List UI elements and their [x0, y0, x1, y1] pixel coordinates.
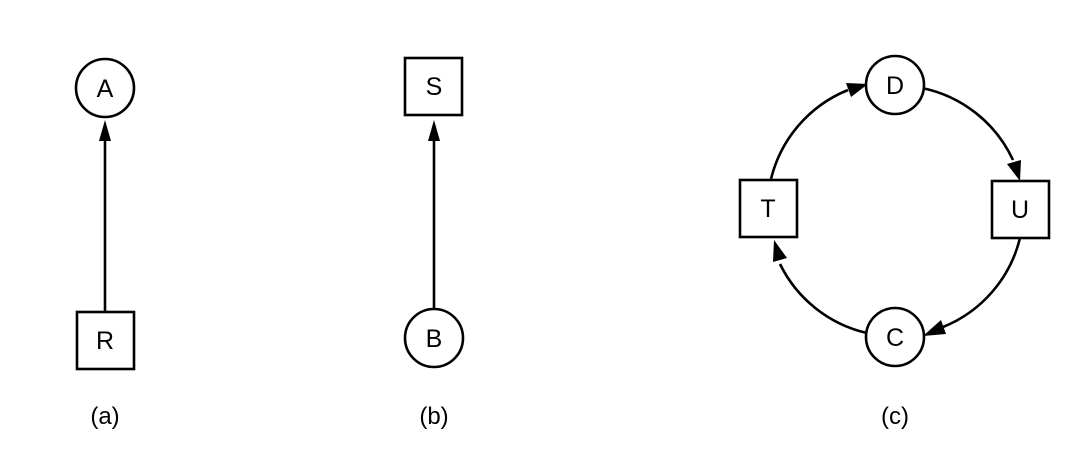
process-circle-d: [864, 54, 926, 116]
process-circle-b: [403, 307, 465, 369]
node-r-label: R: [96, 327, 114, 355]
edge-u-to-c: [942, 237, 1022, 329]
caption-a: (a): [90, 403, 119, 430]
diagram-c: D U C T (c): [738, 54, 1051, 430]
resource-square-t: [738, 178, 799, 239]
node-c-label: C: [886, 324, 904, 352]
node-d-label: D: [886, 72, 904, 100]
edge-b-to-s-arrowhead: [428, 120, 440, 141]
resource-square-r: [75, 310, 136, 371]
node-s-label: S: [426, 73, 443, 101]
edge-t-to-d-arrowhead: [846, 83, 868, 97]
node-b: B: [403, 307, 465, 369]
node-r: R: [75, 310, 136, 371]
edge-u-to-c-arrowhead: [923, 320, 946, 336]
node-u: U: [990, 179, 1051, 240]
resource-square-u: [990, 179, 1051, 240]
edge-c-to-t-arrowhead: [773, 240, 787, 262]
node-s: S: [403, 56, 464, 117]
node-t: T: [738, 178, 799, 239]
edge-d-to-u: [921, 86, 1015, 161]
edge-t-to-d: [769, 88, 849, 180]
process-circle-a: [74, 57, 136, 119]
diagram-b: S B (b): [403, 56, 465, 430]
node-a: A: [74, 57, 136, 119]
edge-r-to-a-arrowhead: [99, 120, 111, 141]
edge-d-to-u-arrowhead: [1007, 160, 1021, 181]
process-circle-c: [864, 306, 926, 368]
caption-b: (b): [419, 403, 448, 430]
node-a-label: A: [97, 75, 114, 103]
node-d: D: [864, 54, 926, 116]
node-t-label: T: [760, 195, 775, 223]
diagram-a: A R (a): [74, 57, 136, 430]
resource-square-s: [403, 56, 464, 117]
node-u-label: U: [1011, 196, 1029, 224]
node-b-label: B: [426, 325, 443, 353]
edge-c-to-t: [778, 263, 868, 335]
caption-c: (c): [881, 403, 909, 430]
node-c: C: [864, 306, 926, 368]
